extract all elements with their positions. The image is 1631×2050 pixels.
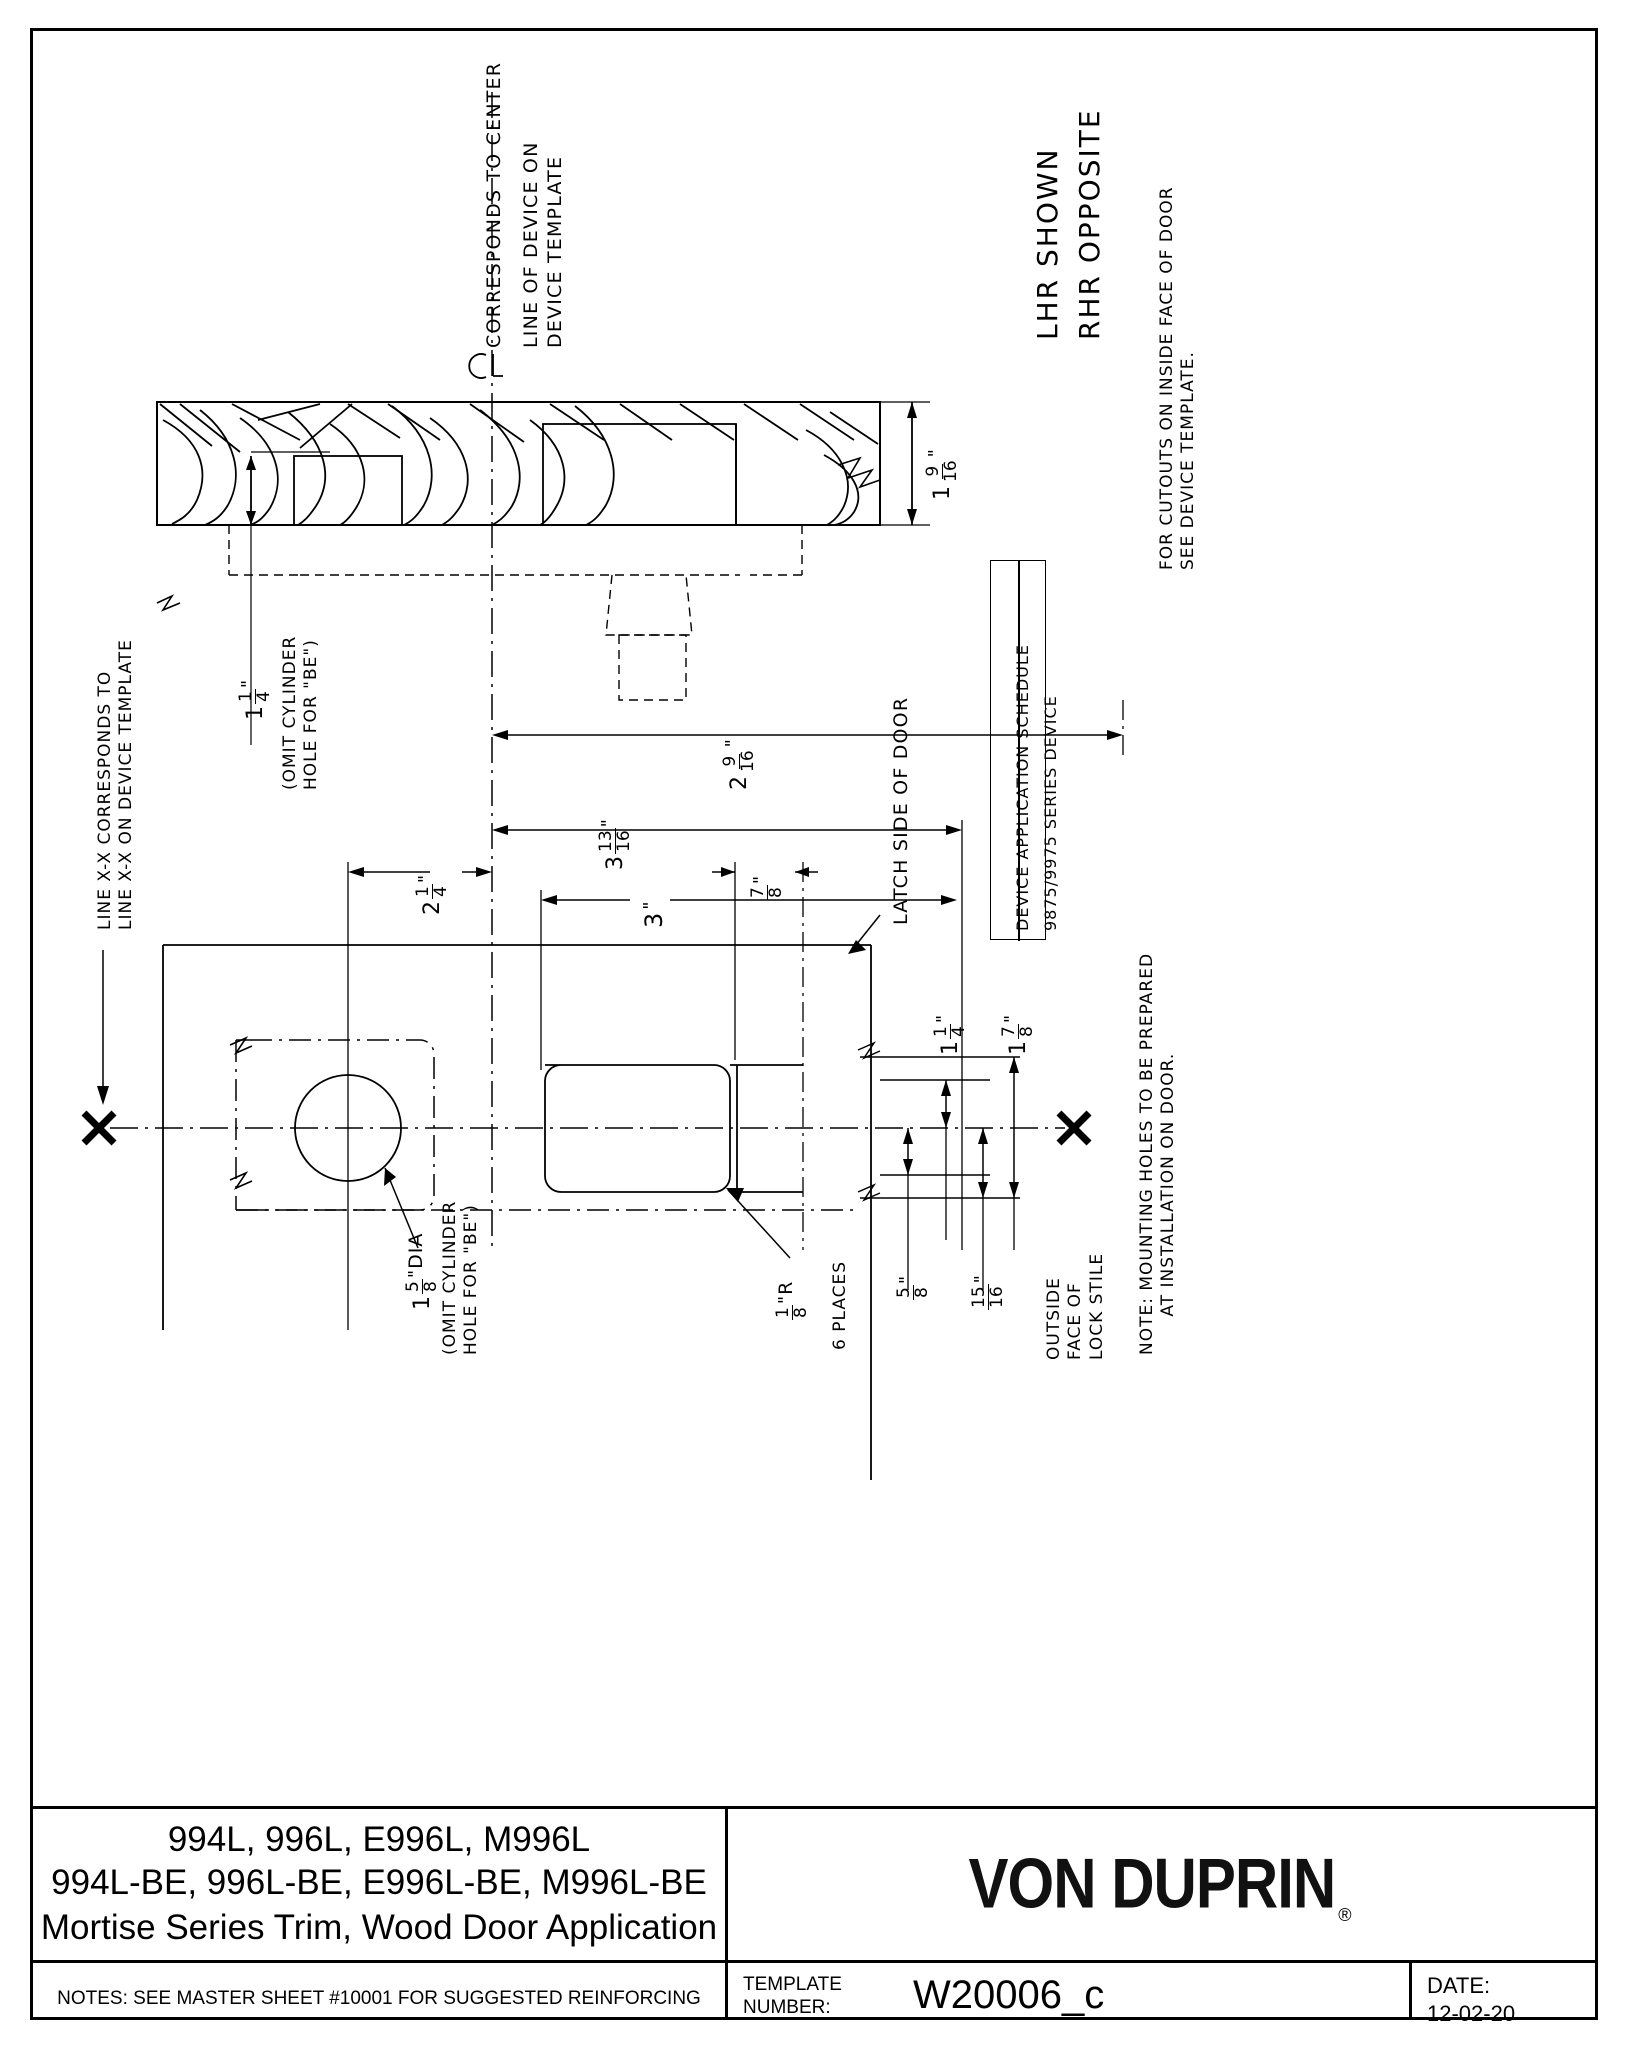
annotation-lhr-shown: LHR SHOWN <box>1031 147 1064 340</box>
dimension-cl-to-cyl: 2 1 4 " <box>413 874 451 915</box>
title-block-mid-rule <box>33 1960 1595 1963</box>
date-value: 12-02-20 <box>1427 2001 1516 2026</box>
schedule-header: DEVICE APPLICATION SCHEDULE <box>1013 644 1032 931</box>
annotation-corresponds-to-center: CORRESPONDS TO CENTER <box>483 61 505 348</box>
dimension-edge-to-latch: 3 13 16 " <box>596 819 634 870</box>
annotation-line-of-device: LINE OF DEVICE ON DEVICE TEMPLATE <box>520 141 566 349</box>
product-line-3: Mortise Series Trim, Wood Door Applicati… <box>40 1908 718 1947</box>
registered-trademark-icon: ® <box>1338 1905 1352 1925</box>
annotation-outside-face: OUTSIDE FACE OF LOCK STILE <box>1044 1252 1107 1360</box>
dimension-spindle-offset: 2 9 16 " <box>720 739 758 790</box>
template-label-line2: NUMBER: <box>743 1996 831 2018</box>
schedule-row: 9875/9975 SERIES DEVICE <box>1041 695 1060 931</box>
annotation-latch-side: LATCH SIDE OF DOOR <box>890 696 912 925</box>
sheet-border <box>30 28 1598 2020</box>
title-block-top-rule <box>33 1806 1595 1809</box>
dimension-door-thickness: 1 9 16 " <box>923 449 961 500</box>
title-block-v1 <box>725 1806 728 2017</box>
annotation-mounting-note: NOTE: MOUNTING HOLES TO BE PREPARED AT I… <box>1137 952 1179 1355</box>
dimension-lower-hole-2: 15 16 " <box>969 1275 1007 1310</box>
annotation-line-xx: LINE X-X CORRESPONDS TO LINE X-X ON DEVI… <box>95 639 137 930</box>
annotation-rhr-opposite: RHR OPPOSITE <box>1073 108 1106 340</box>
brand-logo: VON DUPRIN® <box>725 1806 1595 1960</box>
template-label-line1: TEMPLATE <box>743 1974 842 1995</box>
title-block-v2 <box>1409 1960 1412 2017</box>
product-line-2: 994L-BE, 996L-BE, E996L-BE, M996L-BE <box>51 1863 707 1902</box>
product-line-1: 994L, 996L, E996L, M996L <box>167 1820 591 1859</box>
template-number-label: TEMPLATE NUMBER: <box>743 1974 842 2020</box>
dimension-lower-hole: 5 8 " <box>894 1275 932 1300</box>
dimension-cutout-width: 3 " <box>640 901 668 928</box>
annotation-omit-cylinder-bottom: (OMIT CYLINDER HOLE FOR "BE") <box>440 1200 482 1355</box>
device-application-schedule: DEVICE APPLICATION SCHEDULE 9875/9975 SE… <box>990 560 1060 941</box>
dimension-cyl-hole-depth: 1 1 4 " <box>236 679 274 720</box>
template-number-value: W20006_c <box>913 1973 1105 2017</box>
dimension-cylinder-diameter: 1 5 8 " DIA <box>403 1232 441 1310</box>
brand-wordmark: VON DUPRIN <box>968 1843 1337 1923</box>
title-block: 994L, 996L, E996L, M996L 994L-BE, 996L-B… <box>33 1806 1595 2026</box>
dimension-corner-radius: 1 8 " R <box>773 1280 811 1320</box>
dimension-upper-hole: 1 1 4 " <box>931 1014 969 1055</box>
dimension-latch-edge: 7 8 " <box>748 875 786 900</box>
notes-text: NOTES: SEE MASTER SHEET #10001 FOR SUGGE… <box>57 1988 701 2009</box>
dimension-upper-hole-2: 1 7 8 " <box>999 1014 1037 1055</box>
date-label: DATE: <box>1427 1973 1491 1998</box>
annotation-cutouts-note: FOR CUTOUTS ON INSIDE FACE OF DOOR SEE D… <box>1157 186 1199 570</box>
annotation-omit-cylinder-top: (OMIT CYLINDER HOLE FOR "BE") <box>280 635 322 790</box>
annotation-six-places: 6 PLACES <box>830 1260 850 1350</box>
